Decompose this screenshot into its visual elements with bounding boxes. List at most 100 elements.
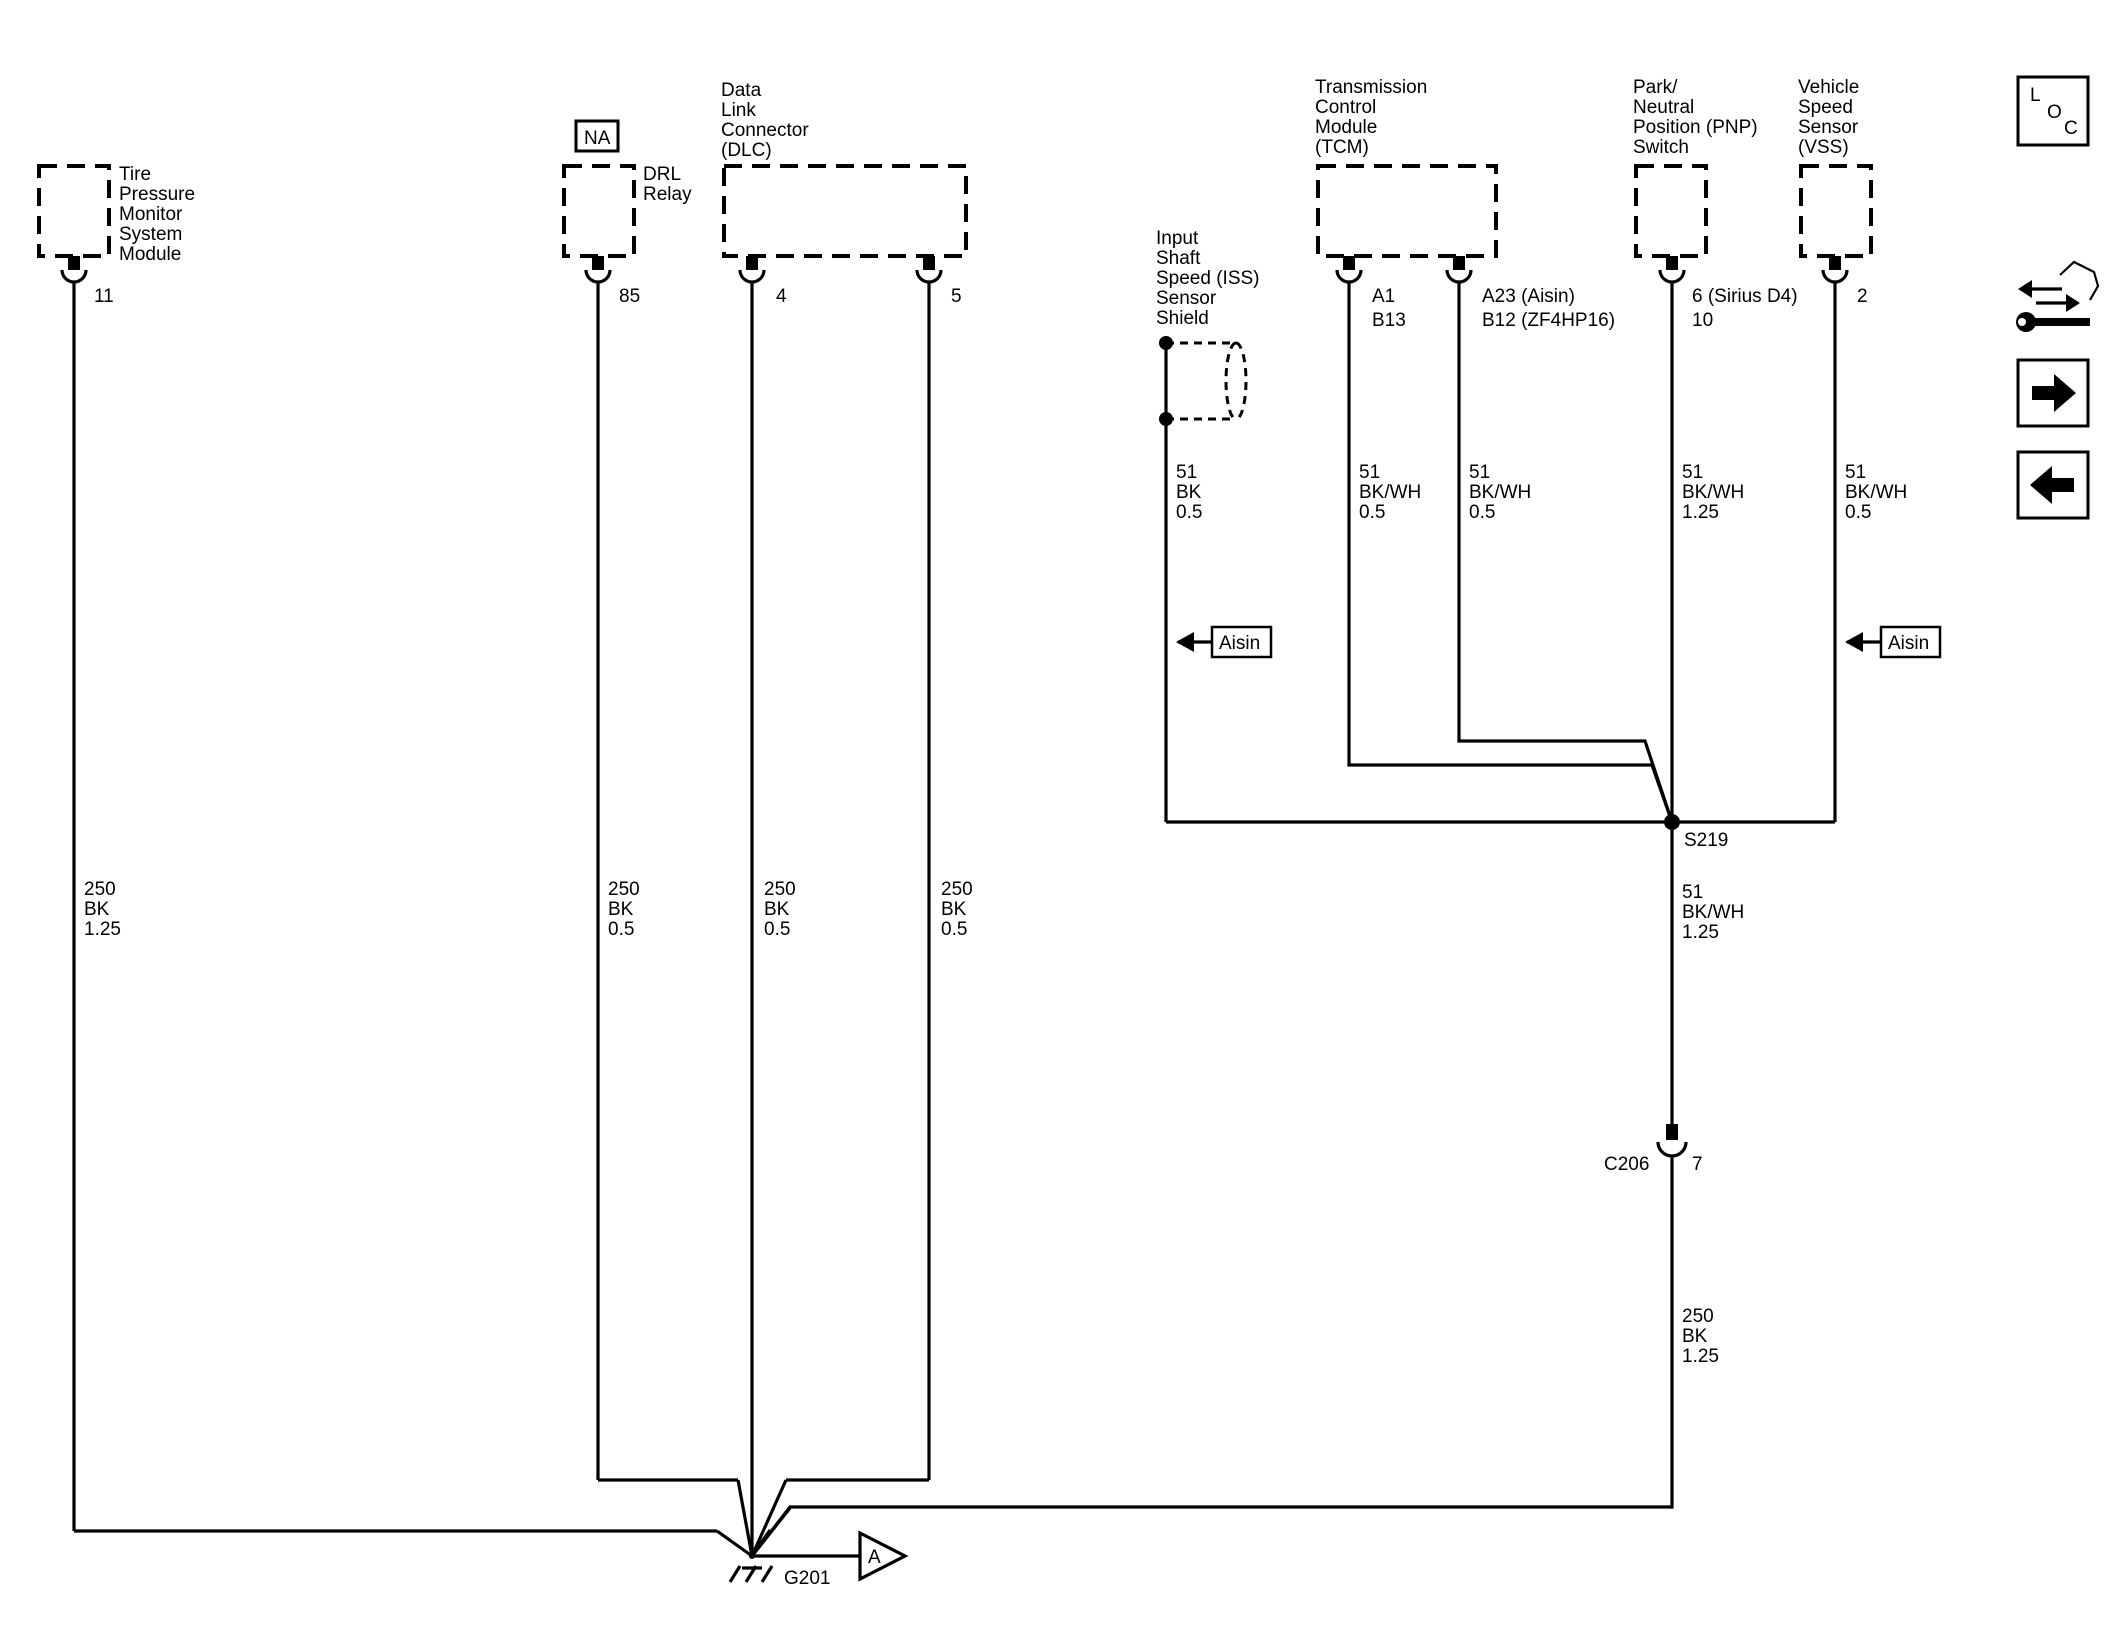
tcm-pin-b-1: A23 (Aisin) (1482, 286, 1575, 307)
s219-out-color: BK/WH (1682, 902, 1744, 923)
tcm-pin-b-terminal (1445, 256, 1473, 284)
iss-label-5: Shield (1156, 308, 1209, 329)
drl-wire-color: BK (608, 899, 634, 920)
dlc-label-2: Link (721, 100, 756, 121)
loc-letter-c: C (2064, 118, 2078, 139)
iss-aisin-tag: Aisin (1176, 625, 1273, 659)
drl-na-badge: NA (584, 128, 611, 149)
iss-label-3: Speed (ISS) (1156, 268, 1260, 289)
dlc5-wire-circuit: 250 (941, 879, 973, 900)
tcm-label-4: (TCM) (1315, 137, 1369, 158)
pnp-label-4: Switch (1633, 137, 1689, 158)
drl-pin-terminal (584, 256, 612, 284)
connector-c206: C206 7 (1604, 1124, 1703, 1175)
dlc-pin-5-terminal (915, 256, 943, 284)
pnp-switch: Park/ Neutral Position (PNP) Switch 6 (S… (1633, 77, 1798, 331)
dlc-pin-5-number: 5 (951, 286, 962, 307)
drl-label-1: DRL (643, 164, 681, 185)
iss-label-2: Shaft (1156, 248, 1201, 269)
dlc-label-4: (DLC) (721, 140, 772, 161)
loc-letter-l: L (2030, 85, 2041, 106)
pnp-label-2: Neutral (1633, 97, 1694, 118)
dlc5-wire-gauge: 0.5 (941, 919, 967, 940)
tcm-label-2: Control (1315, 97, 1376, 118)
ground-label: G201 (784, 1568, 830, 1589)
dlc4-wire-color: BK (764, 899, 790, 920)
tcm-pin-a-terminal (1335, 256, 1363, 284)
tpms-label-3: Monitor (119, 204, 183, 225)
drl-label-2: Relay (643, 184, 692, 205)
drl-relay: NA DRL Relay 85 (562, 119, 692, 307)
iss-sensor-shield: Input Shaft Speed (ISS) Sensor Shield (1156, 228, 1260, 426)
tpms-wire-gauge: 1.25 (84, 919, 121, 940)
s219-out-gauge: 1.25 (1682, 922, 1719, 943)
vss-wire-circuit: 51 (1845, 462, 1866, 483)
c206-out-color: BK (1682, 1326, 1708, 1347)
vss-label-2: Speed (1798, 97, 1853, 118)
tcmb-wire-gauge: 0.5 (1469, 502, 1495, 523)
vss-pin-number: 2 (1857, 286, 1868, 307)
dlc-label-1: Data (721, 80, 762, 101)
vss-aisin-text: Aisin (1888, 633, 1929, 654)
iss-aisin-text: Aisin (1219, 633, 1260, 654)
pnp-wire-gauge: 1.25 (1682, 502, 1719, 523)
tpms-module: Tire Pressure Monitor System Module 11 (37, 164, 195, 307)
dlc4-wire-gauge: 0.5 (764, 919, 790, 940)
dlc-label-3: Connector (721, 120, 809, 141)
vss-label-4: (VSS) (1798, 137, 1849, 158)
transmission-control-module: Transmission Control Module (TCM) A1 B13… (1315, 77, 1615, 331)
vss-label-3: Sensor (1798, 117, 1859, 138)
vss-wire-color: BK/WH (1845, 482, 1907, 503)
pnp-pin-terminal (1658, 256, 1686, 284)
tcma-wire-circuit: 51 (1359, 462, 1380, 483)
c206-label: C206 (1604, 1154, 1649, 1175)
tcm-label-1: Transmission (1315, 77, 1427, 98)
vss-aisin-tag: Aisin (1845, 625, 1942, 659)
iss-label-1: Input (1156, 228, 1199, 249)
arrow-right-icon[interactable] (2032, 374, 2076, 412)
ground-ref-triangle (858, 1530, 909, 1582)
splice-label: S219 (1684, 830, 1728, 851)
tcm-pin-a-1: A1 (1372, 286, 1395, 307)
loc-button[interactable]: L O C (2016, 75, 2090, 147)
dlc-pin-4-terminal (738, 256, 766, 284)
tpms-wire-color: BK (84, 899, 110, 920)
drl-wire-circuit: 250 (608, 879, 640, 900)
iss-wire-gauge: 0.5 (1176, 502, 1202, 523)
drl-pin-number: 85 (619, 286, 640, 307)
vss-label-1: Vehicle (1798, 77, 1859, 98)
dlc5-wire-color: BK (941, 899, 967, 920)
tpms-pin-terminal (60, 256, 88, 284)
tpms-label-4: System (119, 224, 182, 245)
tcm-pin-b-2: B12 (ZF4HP16) (1482, 310, 1615, 331)
connector-wrench-icon[interactable] (2016, 260, 2100, 332)
pnp-pin-1: 6 (Sirius D4) (1692, 286, 1798, 307)
prev-page-button[interactable] (2016, 450, 2090, 520)
dlc4-wire-circuit: 250 (764, 879, 796, 900)
loc-icon[interactable] (2016, 75, 2090, 147)
tpms-label-1: Tire (119, 164, 151, 185)
tcmb-wire-color: BK/WH (1469, 482, 1531, 503)
next-page-button[interactable] (2016, 358, 2090, 428)
tpms-wire-circuit: 250 (84, 879, 116, 900)
data-link-connector: Data Link Connector (DLC) 4 5 (721, 80, 968, 307)
vss-pin-terminal (1821, 256, 1849, 284)
arrow-left-icon[interactable] (2030, 466, 2074, 504)
loc-letter-o: O (2047, 102, 2062, 123)
tcm-pin-b-wire (1457, 282, 1674, 823)
vss-wire-gauge: 0.5 (1845, 502, 1871, 523)
tcm-label-3: Module (1315, 117, 1377, 138)
pnp-wire-color: BK/WH (1682, 482, 1744, 503)
iss-label-4: Sensor (1156, 288, 1217, 309)
c206-ground-wire (750, 1156, 1674, 1557)
iss-wire-circuit: 51 (1176, 462, 1197, 483)
s219-out-circuit: 51 (1682, 882, 1703, 903)
tcmb-wire-circuit: 51 (1469, 462, 1490, 483)
vehicle-speed-sensor: Vehicle Speed Sensor (VSS) 2 (1798, 77, 1873, 307)
pnp-pin-2: 10 (1692, 310, 1713, 331)
dlc-pin-4-number: 4 (776, 286, 787, 307)
c206-out-gauge: 1.25 (1682, 1346, 1719, 1367)
tpms-label-5: Module (119, 244, 181, 265)
drl-wire-gauge: 0.5 (608, 919, 634, 940)
